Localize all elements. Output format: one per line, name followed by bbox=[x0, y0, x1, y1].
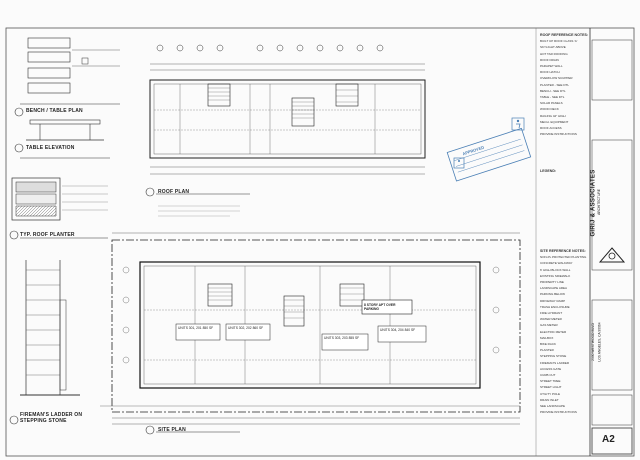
firemans-ladder-drawing bbox=[9, 260, 80, 425]
unit-label-3: UNITS 303, 203 855 SF bbox=[324, 336, 360, 340]
site-note: WATER METER bbox=[540, 317, 562, 322]
legend-title: LEGEND: bbox=[540, 169, 557, 173]
site-note: GAS METER bbox=[540, 323, 558, 328]
roof-note: OVERFLOW SCUPPER bbox=[540, 76, 573, 81]
roof-note: TABLE - SEE DTL bbox=[540, 95, 565, 100]
bench-plan-label: BENCH / TABLE PLAN bbox=[26, 108, 83, 114]
table-elevation-label: TABLE ELEVATION bbox=[26, 145, 75, 151]
roof-note: SOLAR PANELS bbox=[540, 101, 563, 106]
accessibility-icon-graphic bbox=[453, 117, 525, 169]
firm-logo-graphic bbox=[598, 247, 626, 263]
roof-note: PLANTER - SEE DTL bbox=[540, 82, 570, 87]
roof-note: WOOD DECK bbox=[540, 107, 559, 112]
roof-note: ROOF DRAIN bbox=[540, 57, 559, 62]
site-note: SEE LANDSCAPE bbox=[540, 404, 566, 409]
firm-name: GIRIJ & ASSOCIATES bbox=[590, 169, 597, 237]
roof-note: PARAPET WALL bbox=[540, 64, 563, 69]
site-note: FIREMAN'S LADDER bbox=[540, 360, 570, 365]
building-label: 8 STORY APT OVER PARKING bbox=[364, 303, 396, 311]
firemans-ladder-label: FIREMAN'S LADDER ON STEPPING STONE bbox=[20, 412, 83, 424]
site-note: CURB CUT bbox=[540, 373, 556, 378]
roof-plan-label: ROOF PLAN bbox=[158, 189, 190, 195]
roof-notes: ROOF REFERENCE NOTES: BUILT UP ROOF CLAS… bbox=[540, 32, 588, 137]
site-note: ELECTRIC METER bbox=[540, 329, 567, 334]
unit-label-1: UNITS 301, 201 850 SF bbox=[178, 326, 214, 330]
site-notes: SITE REFERENCE NOTES: NON-PL PROTECTED P… bbox=[540, 248, 588, 415]
firm-address-1: 2300 WESTWOOD BLVD bbox=[590, 323, 595, 361]
roof-note: BUILT UP ROOF CLASS 'A' bbox=[540, 39, 578, 44]
site-note: NON-PL PROTECTED PLANTING bbox=[540, 255, 587, 260]
site-note: 6' HIGH BLOCK WALL bbox=[540, 267, 571, 272]
site-plan-label: SITE PLAN bbox=[158, 427, 186, 433]
site-note: DRAIN INLET bbox=[540, 397, 559, 402]
roof-note: SKYLIGHT ABOVE bbox=[540, 45, 566, 50]
legend-block: LEGEND: bbox=[540, 168, 588, 174]
unit-label-4: UNITS 304, 204 840 SF bbox=[380, 328, 416, 332]
unit-label-2: UNITS 302, 202 860 SF bbox=[228, 326, 264, 330]
site-note: ACCESS GATE bbox=[540, 366, 562, 371]
roof-note: RAILING 42" HIGH bbox=[540, 113, 566, 118]
roof-notes-title: ROOF REFERENCE NOTES: bbox=[540, 33, 589, 37]
site-notes-title: SITE REFERENCE NOTES: bbox=[540, 249, 586, 253]
roof-note: PROVIDE INSTRUCTIONS bbox=[540, 132, 577, 137]
roof-note: BENCH - SEE DTL bbox=[540, 88, 566, 93]
roof-plan-drawing bbox=[145, 44, 426, 217]
roof-note: ROOF HATCH bbox=[540, 70, 560, 75]
firm-sub: ARCHITECTURE bbox=[596, 189, 601, 215]
site-note: LANDSCAPE AREA bbox=[540, 286, 568, 291]
site-note: PROVIDE INSTRUCTIONS bbox=[540, 410, 577, 415]
site-note: PLANTER bbox=[540, 348, 554, 353]
site-note: TRASH ENCLOSURE bbox=[540, 304, 570, 309]
approval-stamp-graphic bbox=[446, 127, 532, 182]
roof-planter-label: TYP. ROOF PLANTER bbox=[20, 232, 75, 238]
site-note: DRIVEWAY RAMP bbox=[540, 298, 566, 303]
site-plan-drawing bbox=[100, 232, 521, 435]
roof-note: HOT TAR ROOFING bbox=[540, 51, 568, 56]
site-note: PARKING BELOW bbox=[540, 292, 565, 297]
site-note: UTILITY POLE bbox=[540, 391, 560, 396]
site-note: STREET LIGHT bbox=[540, 385, 562, 390]
roof-note: ROOF ACCESS bbox=[540, 126, 562, 131]
roof-note: MECH. EQUIPMENT bbox=[540, 119, 569, 124]
site-note: CONCRETE WALKWAY bbox=[540, 261, 573, 266]
firm-address-2: LOS ANGELES, CA 90064 bbox=[597, 322, 602, 362]
table-elevation-drawing bbox=[14, 119, 104, 153]
site-note: STREET TREE bbox=[540, 379, 561, 384]
site-note: EXISTING SIDEWALK bbox=[540, 273, 571, 278]
site-note: STEPPING STONE bbox=[540, 354, 567, 359]
sheet-number: A2 bbox=[602, 434, 615, 445]
site-note: BIKE RACK bbox=[540, 342, 557, 347]
site-note: MAILBOX bbox=[540, 335, 554, 340]
roof-planter-drawing bbox=[9, 177, 108, 240]
site-note: FIRE HYDRANT bbox=[540, 311, 563, 316]
bench-plan-drawing bbox=[14, 37, 120, 159]
site-note: PROPERTY LINE bbox=[540, 280, 564, 285]
